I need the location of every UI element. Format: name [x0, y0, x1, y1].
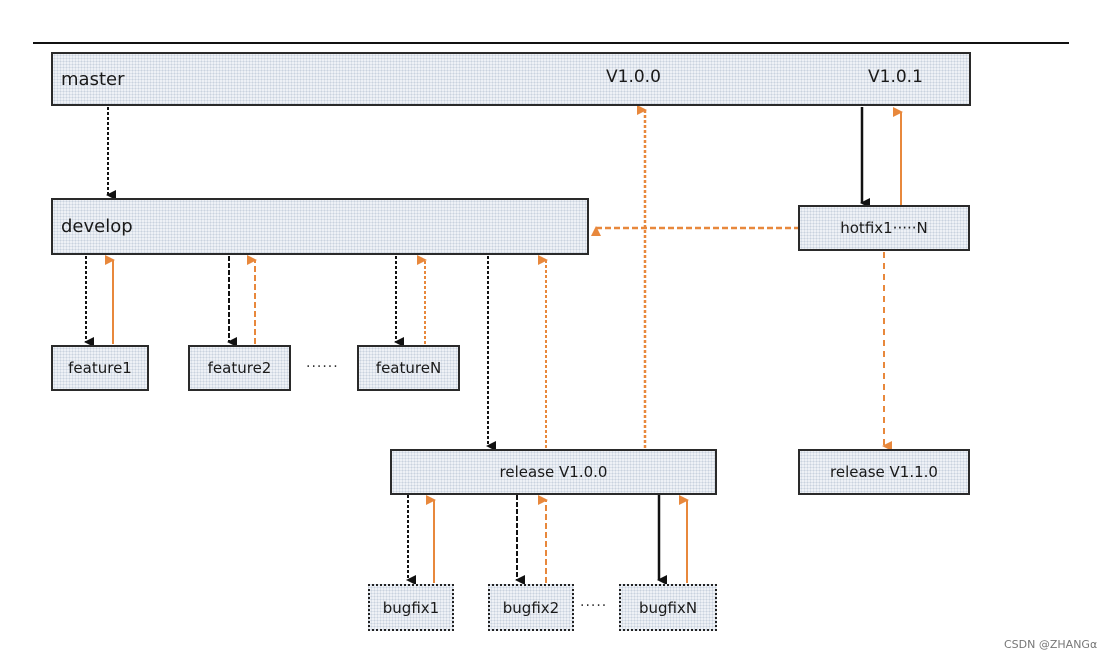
develop-branch-label: develop: [61, 216, 133, 237]
feature2-branch-node: feature2: [188, 345, 291, 391]
feature1-branch-node: feature1: [51, 345, 149, 391]
feature1-branch-label: feature1: [68, 359, 132, 377]
top-rule: [33, 42, 1069, 44]
master-branch-node: master: [51, 52, 971, 106]
release-v100-branch-node: release V1.0.0: [390, 449, 717, 495]
bugfix1-branch-label: bugfix1: [382, 598, 440, 617]
watermark: CSDN @ZHANGα: [1004, 638, 1098, 651]
bugfix2-branch-node: bugfix2: [488, 584, 574, 631]
bugfixes-ellipsis: ·····: [580, 598, 608, 614]
release-v100-branch-label: release V1.0.0: [499, 463, 608, 481]
tag-v100: V1.0.0: [606, 67, 661, 87]
featureN-branch-node: featureN: [357, 345, 460, 391]
features-ellipsis: ······: [306, 359, 339, 375]
bugfix1-branch-node: bugfix1: [368, 584, 454, 631]
bugfixN-branch-node: bugfixN: [619, 584, 717, 631]
release-v110-branch-node: release V1.1.0: [798, 449, 970, 495]
feature2-branch-label: feature2: [207, 359, 272, 377]
hotfix-branch-label: hotfix1·····N: [840, 219, 928, 237]
hotfix-branch-node: hotfix1·····N: [798, 205, 970, 251]
develop-branch-node: develop: [51, 198, 589, 255]
bugfixN-branch-label: bugfixN: [638, 598, 698, 617]
bugfix2-branch-label: bugfix2: [502, 598, 560, 617]
featureN-branch-label: featureN: [375, 359, 442, 377]
master-branch-label: master: [61, 68, 125, 90]
release-v110-branch-label: release V1.1.0: [830, 463, 938, 481]
tag-v101: V1.0.1: [868, 67, 923, 87]
